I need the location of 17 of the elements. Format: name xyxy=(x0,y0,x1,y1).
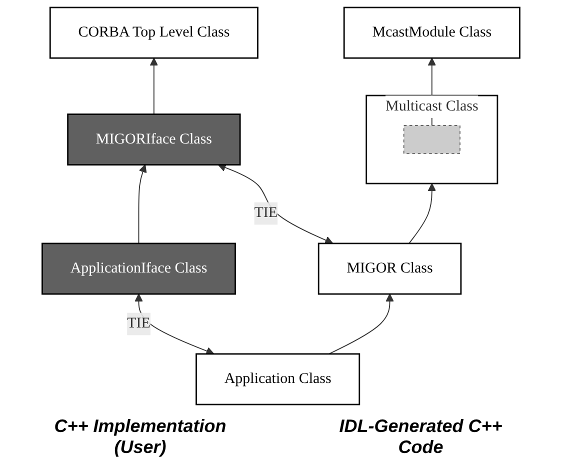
edge-label: TIE xyxy=(126,316,150,332)
node-box: ApplicationIface Class xyxy=(41,242,236,295)
arrow xyxy=(149,58,158,115)
arrow xyxy=(328,294,394,354)
node-box: Application Class xyxy=(195,353,360,406)
arrow xyxy=(138,164,146,244)
node-box: MIGOR Class xyxy=(317,242,462,295)
edge-label: TIE xyxy=(254,205,278,221)
column-caption: IDL-Generated C++ Code xyxy=(338,416,504,458)
node-box xyxy=(402,125,460,154)
node-box: MIGORIface Class xyxy=(66,114,240,166)
arrow xyxy=(134,294,214,355)
arrow xyxy=(408,183,436,244)
column-caption: C++ Implementation (User) xyxy=(53,416,228,458)
node-box: CORBA Top Level Class xyxy=(48,6,258,59)
arrow xyxy=(217,164,333,244)
node-box: McastModule Class xyxy=(342,6,520,59)
